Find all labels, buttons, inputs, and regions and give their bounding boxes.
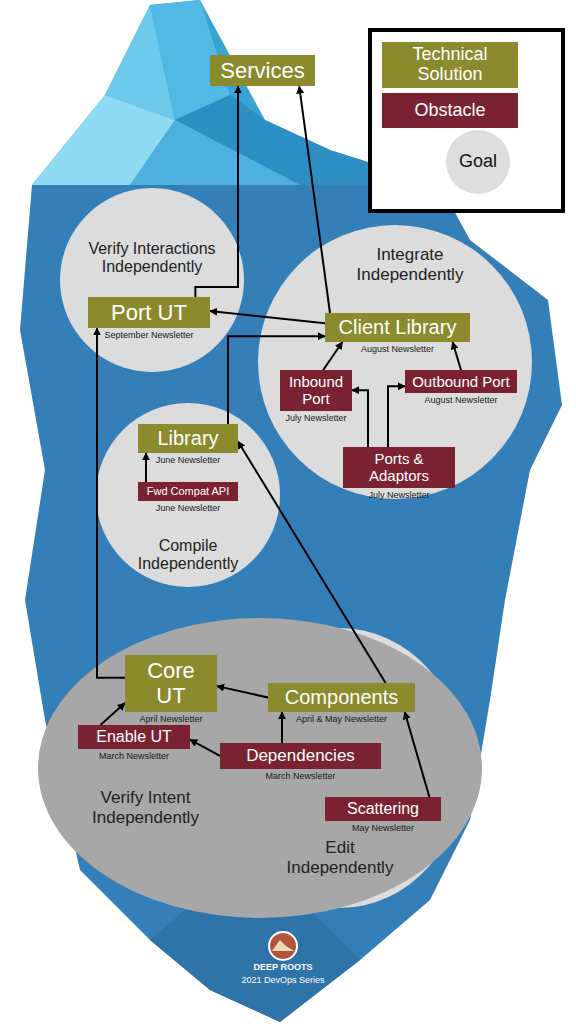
arrow-connector [281, 712, 283, 743]
box-body: Enable UT [78, 725, 190, 749]
legend-text: Goal [459, 152, 497, 172]
logo-text: DEEP ROOTS [254, 962, 313, 972]
box-title: Outbound Port [411, 373, 511, 390]
arrow-connector [217, 686, 268, 697]
arrow-connector [190, 740, 220, 756]
newsletter-note: April & May Newsletter [296, 714, 387, 724]
box-body: Core UT [125, 655, 217, 712]
solution-box: Port UT September Newsletter [88, 297, 210, 340]
newsletter-note: March Newsletter [99, 751, 169, 761]
legend-swatch: Obstacle [382, 93, 518, 128]
newsletter-note: April Newsletter [139, 714, 202, 724]
arrow-connector [228, 336, 325, 424]
arrow-connector [97, 328, 125, 677]
goal-text: Verify Intent Independently [68, 788, 223, 827]
arrow-connector [352, 390, 368, 447]
box-body: Ports & Adaptors [343, 447, 455, 488]
box-title: Components [274, 686, 409, 709]
goal-circle: LibraryJune NewsletterFwd Compat APIJune… [96, 403, 280, 587]
solution-box: Services [210, 55, 315, 86]
newsletter-note: August Newsletter [424, 395, 497, 405]
goal-circle: Port UT September Newsletter Verify Intera… [60, 188, 244, 372]
newsletter-note: June Newsletter [156, 455, 221, 465]
arrow-connector [100, 703, 125, 725]
newsletter-note: July Newsletter [368, 490, 429, 500]
box-title: Scattering [331, 800, 435, 818]
box-body: Inbound Port [280, 370, 352, 411]
box-body: Library [138, 424, 238, 453]
goal-outline [60, 188, 244, 372]
iceberg-facet [130, 120, 300, 185]
goal-circle: Core UT April NewsletterEnable UT March Ne… [38, 618, 482, 918]
newsletter-note: August Newsletter [361, 344, 434, 354]
box-title: Ports & Adaptors [349, 450, 449, 485]
box-body: Fwd Compat API [138, 482, 238, 501]
logo-text: 2021 DevOps Series [241, 975, 324, 985]
box-body: Scattering [325, 797, 441, 821]
box-body: Dependencies [220, 743, 381, 769]
arrow-connector [323, 342, 342, 370]
goal-text: Integrate Independently [335, 245, 485, 284]
box-title: Core UT [131, 658, 211, 709]
obstacle-box: Inbound PortJuly Newsletter [280, 370, 352, 423]
logo-badge [269, 932, 297, 960]
box-title: Enable UT [84, 728, 184, 746]
legend-text: Obstacle [414, 101, 485, 121]
newsletter-note: May Newsletter [352, 823, 414, 833]
legend-box: Technical SolutionObstacleGoal [368, 28, 565, 213]
box-body: Client Library [325, 313, 470, 342]
box-body: Outbound Port [405, 370, 517, 393]
box-title: Client Library [331, 316, 464, 339]
arrow-connector [195, 86, 238, 297]
legend-text: Technical Solution [382, 45, 518, 85]
arrow-connector [145, 453, 147, 482]
goal-text: Edit Independently [270, 838, 410, 877]
box-title: Services [216, 58, 309, 83]
box-title: Dependencies [226, 746, 375, 766]
arrow-connector [388, 386, 405, 447]
iceberg-underwater [20, 185, 562, 1022]
box-body: Services [210, 55, 315, 86]
arrow-connector [299, 86, 330, 313]
legend-swatch: Technical Solution [382, 42, 518, 88]
box-body: Port UT [88, 297, 210, 328]
newsletter-note: March Newsletter [265, 771, 335, 781]
box-title: Inbound Port [286, 373, 346, 408]
box-title: Library [144, 427, 232, 450]
box-title: Port UT [94, 300, 204, 325]
newsletter-note: September Newsletter [104, 330, 193, 340]
goal-text: Compile Independently [113, 537, 263, 574]
goal-circle: Client LibraryAugust NewsletterInbound P… [258, 225, 532, 499]
legend-swatch: Goal [446, 130, 510, 194]
newsletter-note: July Newsletter [285, 413, 346, 423]
arrow-connector [405, 712, 430, 797]
newsletter-note: June Newsletter [156, 503, 221, 513]
goal-text: Verify Interactions Independently [72, 240, 232, 277]
arrow-connector [210, 311, 325, 323]
arrow-connector [238, 441, 386, 683]
box-title: Fwd Compat API [144, 485, 232, 498]
arrow-connector [453, 342, 461, 370]
logo-mark [272, 940, 294, 951]
box-body: Components [268, 683, 415, 712]
